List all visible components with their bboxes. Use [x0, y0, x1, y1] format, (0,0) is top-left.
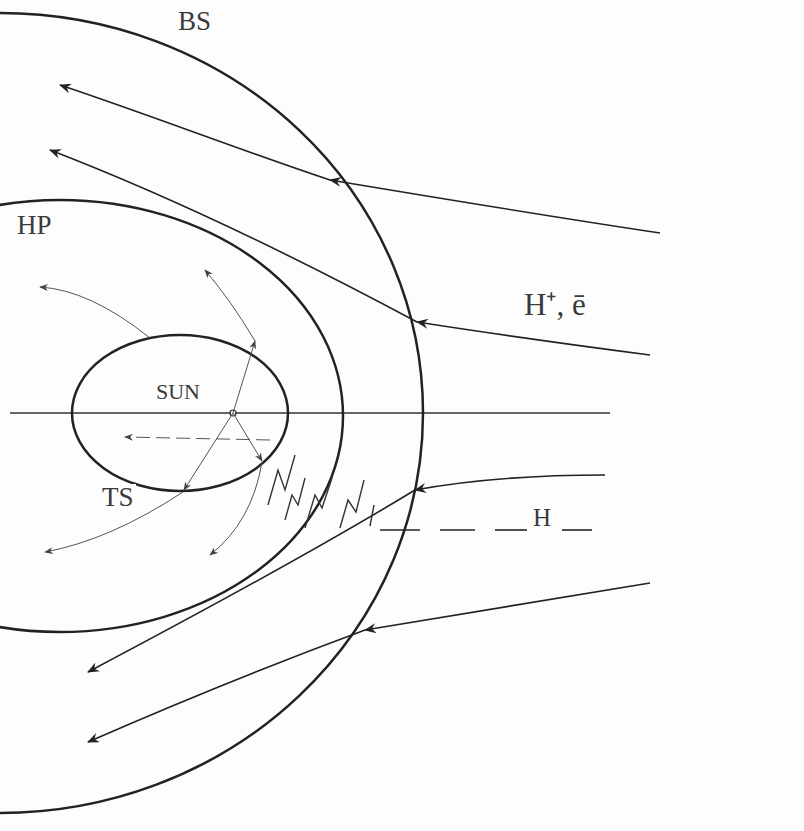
bow-shock-curve	[0, 13, 423, 813]
charge-exchange-zigzags	[268, 455, 374, 528]
sun-label: SUN	[154, 381, 202, 403]
solar-wind-rays	[40, 270, 270, 555]
plasma-label: H⁺, ē	[522, 289, 588, 320]
bow-shock-label: BS	[176, 8, 213, 35]
interstellar-flow-lines	[50, 85, 660, 742]
heliopause-curve	[0, 200, 343, 632]
heliopause-label: HP	[15, 212, 54, 239]
neutral-hydrogen-label: H	[531, 505, 553, 530]
neutral-hydrogen-line	[380, 529, 592, 531]
termination-shock-curve	[72, 335, 288, 491]
termination-shock-label: TS	[100, 484, 136, 511]
axis-line	[10, 412, 610, 414]
